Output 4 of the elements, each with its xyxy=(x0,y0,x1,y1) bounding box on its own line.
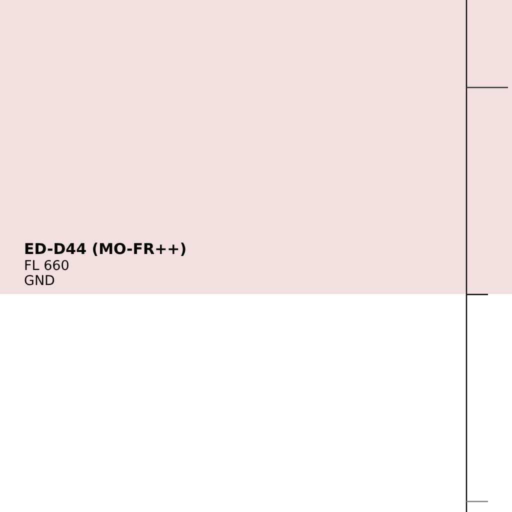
airspace-band xyxy=(0,0,512,294)
upper-limit: FL 660 xyxy=(24,258,70,274)
lower-limit: GND xyxy=(24,273,55,289)
zone-name: ED-D44 (MO-FR++) xyxy=(24,241,187,257)
